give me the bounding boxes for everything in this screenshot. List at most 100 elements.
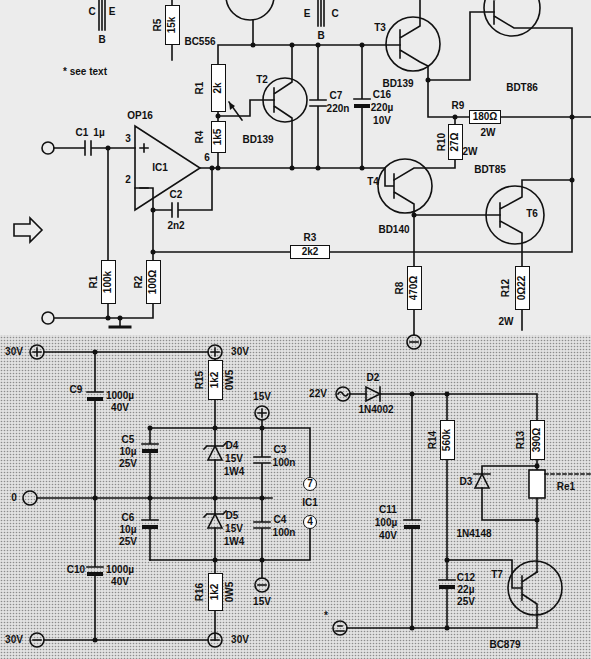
component-label: C1 bbox=[76, 127, 89, 139]
wires bbox=[14, 0, 591, 647]
component-label: R4 bbox=[194, 131, 206, 144]
component-label: C10 bbox=[67, 564, 85, 576]
component-label: C12 bbox=[457, 572, 475, 584]
resistor-value: 390Ω bbox=[531, 428, 543, 453]
input-arrow bbox=[14, 218, 42, 242]
component-label: 40V bbox=[111, 402, 129, 414]
resistor-body: 560k bbox=[440, 420, 455, 460]
component-label: E bbox=[109, 6, 116, 18]
resistor-body: 1k2 bbox=[208, 360, 223, 400]
component-label: 1W4 bbox=[224, 466, 245, 478]
resistor-body: 1k5 bbox=[211, 121, 226, 153]
component-label: 10µ bbox=[120, 446, 137, 458]
component-label: 30V bbox=[231, 634, 249, 646]
component-label: R12 bbox=[500, 279, 512, 297]
resistor-value: 27Ω bbox=[449, 132, 461, 151]
input-terminal bbox=[42, 142, 54, 154]
component-label: R8 bbox=[394, 282, 406, 295]
opamp-symbol bbox=[135, 126, 200, 210]
component-label: 1W4 bbox=[224, 536, 245, 548]
component-label: 40V bbox=[111, 576, 129, 588]
component-label: BC879 bbox=[489, 639, 520, 651]
component-label: 1000µ bbox=[106, 564, 134, 576]
component-label: 10V bbox=[373, 115, 391, 127]
diode-symbol bbox=[475, 474, 489, 488]
component-label: C16 bbox=[373, 89, 391, 101]
component-label: 0 bbox=[11, 492, 17, 504]
component-label: 30V bbox=[5, 346, 23, 358]
component-label: 2W bbox=[463, 146, 478, 158]
resistor-body: 390Ω bbox=[530, 420, 545, 460]
component-label: 40V bbox=[379, 530, 397, 542]
component-label: R1 bbox=[88, 276, 100, 289]
component-label: 25V bbox=[457, 596, 475, 608]
component-label: C9 bbox=[70, 384, 83, 396]
component-label: OP16 bbox=[127, 110, 153, 122]
component-label: C11 bbox=[379, 504, 397, 516]
component-label: T2 bbox=[256, 74, 268, 86]
component-label: D4 bbox=[226, 440, 239, 452]
component-label: 2W bbox=[481, 127, 496, 139]
component-label: C bbox=[88, 6, 95, 18]
resistor-value: 100Ω bbox=[147, 270, 159, 295]
resistor-value: 1k2 bbox=[209, 372, 221, 389]
resistor-value: 15k bbox=[166, 17, 178, 34]
component-label: 22V bbox=[309, 388, 327, 400]
component-label: R14 bbox=[427, 431, 439, 449]
component-label: 25V bbox=[119, 458, 137, 470]
component-label: 2W bbox=[499, 316, 514, 328]
component-label: 220µ bbox=[371, 102, 393, 114]
component-label: R15 bbox=[194, 371, 206, 389]
component-label: R3 bbox=[304, 232, 317, 244]
component-label: 100n bbox=[273, 527, 296, 539]
component-label: C2 bbox=[170, 189, 183, 201]
resistor-value: 560k bbox=[441, 429, 453, 451]
resistor-value: 1k2 bbox=[209, 584, 221, 601]
junction-dots bbox=[87, 43, 575, 643]
component-label: R9 bbox=[452, 100, 465, 112]
relay-coil bbox=[529, 470, 545, 498]
component-label: 100µ bbox=[375, 517, 397, 529]
component-label: BD139 bbox=[382, 78, 413, 90]
resistor-value: 0Ω22 bbox=[516, 276, 528, 301]
component-label: T3 bbox=[374, 22, 386, 34]
component-label: T7 bbox=[491, 569, 503, 581]
resistor-body: 100Ω bbox=[146, 260, 161, 304]
component-label: 100n bbox=[273, 457, 296, 469]
component-label: T6 bbox=[526, 208, 538, 220]
trimmer-wiper bbox=[229, 102, 242, 120]
resistor-body: 15k bbox=[165, 5, 180, 45]
diode-symbol bbox=[366, 387, 380, 401]
component-label: 22µ bbox=[458, 584, 475, 596]
component-label: 1N4002 bbox=[358, 404, 393, 416]
component-label: C6 bbox=[122, 512, 135, 524]
component-label: 220n bbox=[327, 103, 350, 115]
resistor-body: 2k bbox=[211, 64, 226, 112]
component-label: BDT86 bbox=[506, 82, 538, 94]
component-label: C7 bbox=[330, 90, 343, 102]
resistor-body: 2k2 bbox=[290, 245, 330, 259]
resistor-body: 470Ω bbox=[407, 266, 422, 310]
component-label: D3 bbox=[460, 476, 473, 488]
component-label: B bbox=[317, 30, 324, 42]
component-label: 15V bbox=[225, 453, 243, 465]
component-label: * see text bbox=[63, 66, 107, 78]
component-label: R13 bbox=[515, 431, 527, 449]
component-label: C3 bbox=[274, 444, 287, 456]
component-label: * bbox=[324, 610, 328, 622]
ground-terminal bbox=[42, 312, 54, 324]
pinout-symbol bbox=[318, 0, 324, 26]
component-label: 15V bbox=[225, 523, 243, 535]
resistor-body: 1k2 bbox=[208, 573, 223, 611]
component-label: BDT85 bbox=[474, 164, 506, 176]
component-label: Re1 bbox=[557, 481, 575, 493]
component-label: BC556 bbox=[184, 36, 215, 48]
component-label: R10 bbox=[436, 133, 448, 151]
component-label: BD139 bbox=[242, 134, 273, 146]
component-label: 15V bbox=[253, 391, 271, 403]
component-label: 10µ bbox=[120, 524, 137, 536]
component-label: C4 bbox=[274, 514, 287, 526]
component-label: C5 bbox=[122, 434, 135, 446]
transistor-symbol bbox=[386, 17, 440, 71]
